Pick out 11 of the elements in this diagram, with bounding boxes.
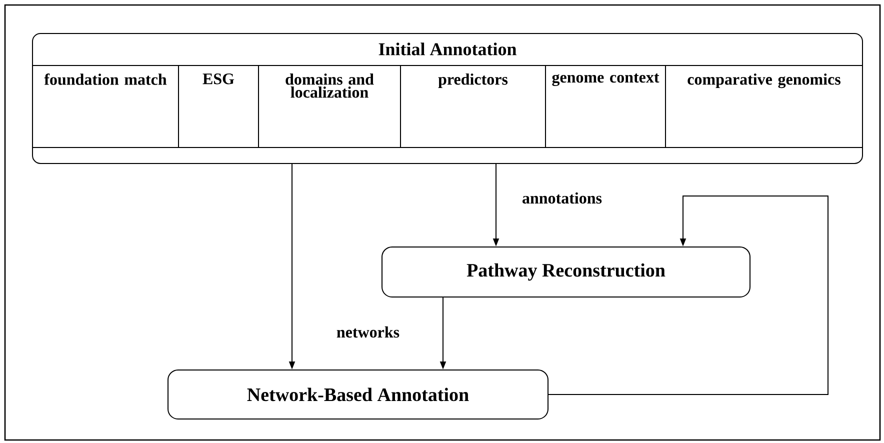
- method-cell: ESG: [178, 65, 259, 148]
- method-cell: comparative genomics: [665, 65, 863, 148]
- edge-label: annotations: [521, 191, 604, 205]
- process-box: Pathway Reconstruction: [382, 246, 750, 298]
- arrow: [548, 195, 828, 395]
- method-cell: foundation match: [32, 65, 179, 148]
- method-cell: genome context: [545, 65, 666, 148]
- method-cell: predictors: [400, 65, 546, 148]
- method-cell: domains and localization: [258, 65, 401, 148]
- edge-label: networks: [335, 325, 401, 339]
- process-box: Network-Based Annotation: [168, 369, 548, 420]
